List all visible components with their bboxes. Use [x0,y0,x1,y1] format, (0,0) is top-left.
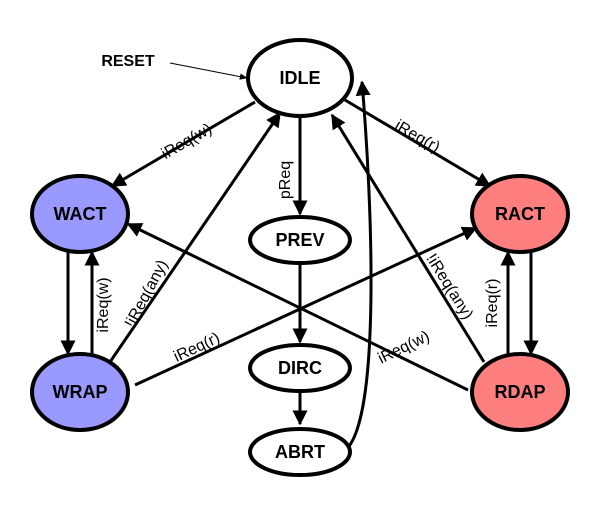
edge-abrt-to-idle [342,80,373,454]
edge-idle-to-wact [110,100,256,188]
edges [60,62,539,454]
node-ract-shape [470,174,570,254]
node-wact-label: WACT [54,204,107,224]
label-rdap-to-idle: !iReq(any) [422,251,476,323]
label-idle-to-wact: iReq(w) [159,121,215,163]
node-dirc: DIRC [248,343,352,393]
node-wact: WACT [30,174,130,254]
node-prev-shape [248,215,352,265]
node-ract-label: RACT [495,204,545,224]
node-rdap-shape [470,352,570,432]
node-idle-shape [246,38,354,118]
label-rdap-to-wact: iReq(w) [375,328,432,367]
label-wrap-to-ract: iReq(r) [171,330,223,366]
node-rdap-label: RDAP [494,382,545,402]
reset-label: RESET [101,53,155,70]
node-wrap: WRAP [30,352,130,432]
edge-rdap-to-idle [330,113,486,363]
node-prev-label: PREV [275,230,324,250]
label-rdap-to-ract: iReq(r) [484,279,501,328]
node-dirc-shape [248,343,352,393]
node-wact-shape [30,174,130,254]
node-idle-label: IDLE [279,68,320,88]
node-prev: PREV [248,215,352,265]
node-abrt: ABRT [248,427,352,477]
edge-reset-to-idle [169,62,248,80]
node-rdap: RDAP [470,352,570,432]
label-idle-to-ract: iReq(r) [392,117,443,156]
edge-wrap-to-idle [108,111,282,363]
label-wrap-to-wact: iReq(w) [95,277,112,332]
node-abrt-shape [248,427,352,477]
node-abrt-label: ABRT [275,442,325,462]
node-wrap-shape [30,352,130,432]
nodes: IDLE PREV DIRC ABRT WACT WRAP RACT RDAP [30,38,570,477]
edge-rdap-to-wact [126,222,469,392]
node-wrap-label: WRAP [53,382,108,402]
node-dirc-label: DIRC [278,358,322,378]
node-ract: RACT [470,174,570,254]
label-wrap-to-idle: !iReq(any) [122,257,172,330]
edge-idle-to-ract [344,98,492,188]
node-idle: IDLE [246,38,354,118]
label-idle-to-prev: pReq [277,161,294,199]
